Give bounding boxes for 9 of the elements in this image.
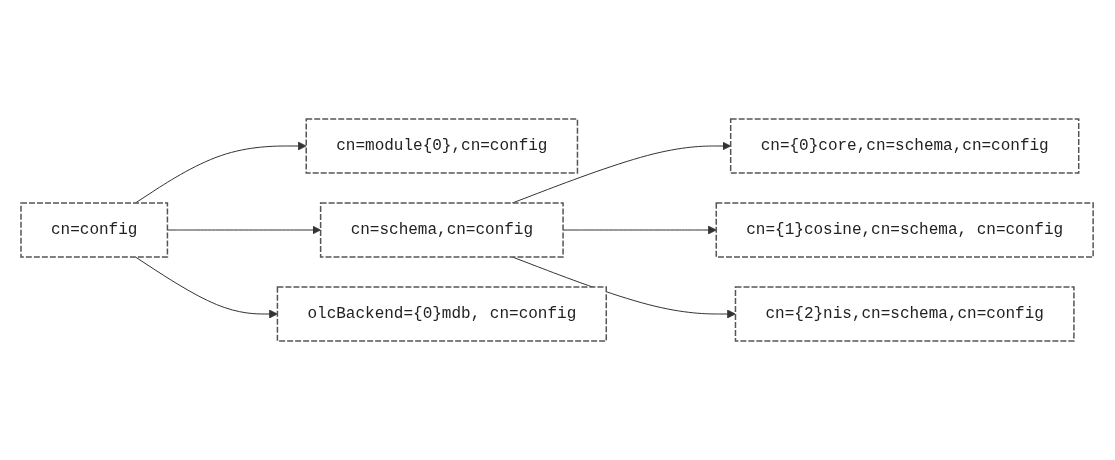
node-box: cn={1}cosine,cn=schema, cn=config bbox=[715, 202, 1095, 258]
node-box: cn=schema,cn=config bbox=[320, 202, 565, 258]
node-box: olcBackend={0}mdb, cn=config bbox=[277, 286, 608, 342]
node-box: cn=config bbox=[20, 202, 169, 258]
arrow bbox=[167, 225, 322, 235]
node-box: cn={0}core,cn=schema,cn=config bbox=[730, 118, 1080, 174]
node-box: cn={2}nis,cn=schema,cn=config bbox=[735, 286, 1076, 342]
node-box: cn=module{0},cn=config bbox=[305, 118, 579, 174]
arrow bbox=[512, 141, 732, 204]
